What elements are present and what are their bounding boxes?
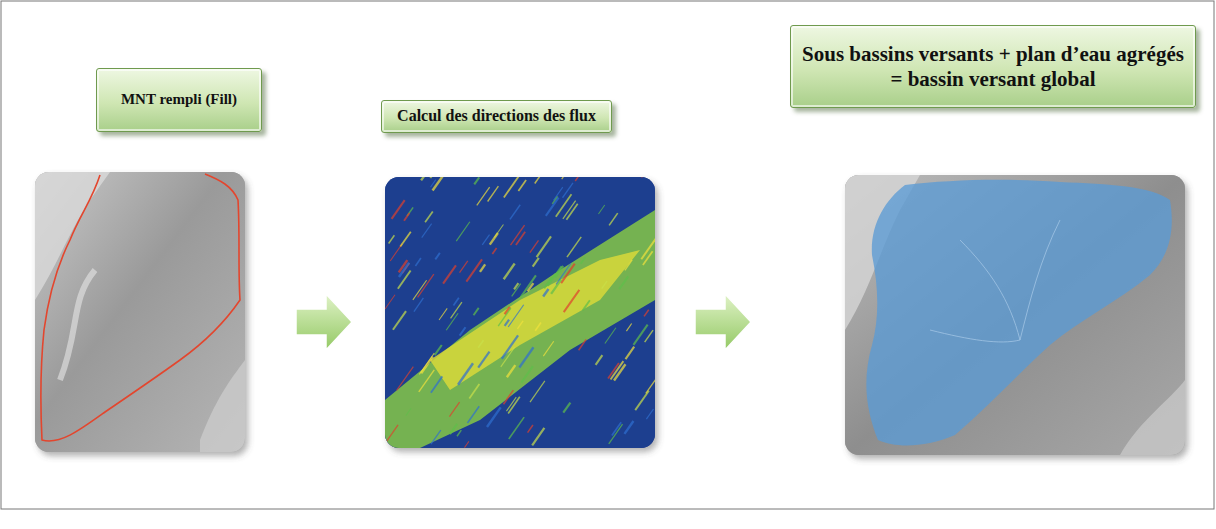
frame <box>1 1 1214 509</box>
step-title: MNT rempli (Fill) <box>121 91 237 108</box>
step-header-box: Sous bassins versants + plan d’eau agrég… <box>790 25 1196 108</box>
step-header-box: MNT rempli (Fill) <box>96 68 262 132</box>
stage-column: Calcul des directions des flux <box>378 95 658 455</box>
step-title: Calcul des directions des flux <box>397 107 596 125</box>
dem-panel <box>35 172 245 452</box>
watershed-panel <box>845 175 1185 455</box>
step-header-box: Calcul des directions des flux <box>381 100 612 133</box>
block-arrow <box>695 294 751 350</box>
stage-column: MNT rempli (Fill) <box>30 60 270 460</box>
step-title: Sous bassins versants + plan d’eau agrég… <box>799 42 1187 90</box>
block-arrow <box>296 294 352 350</box>
stage-column: Sous bassins versants + plan d’eau agrég… <box>788 20 1196 460</box>
flow-direction-panel <box>385 157 662 448</box>
